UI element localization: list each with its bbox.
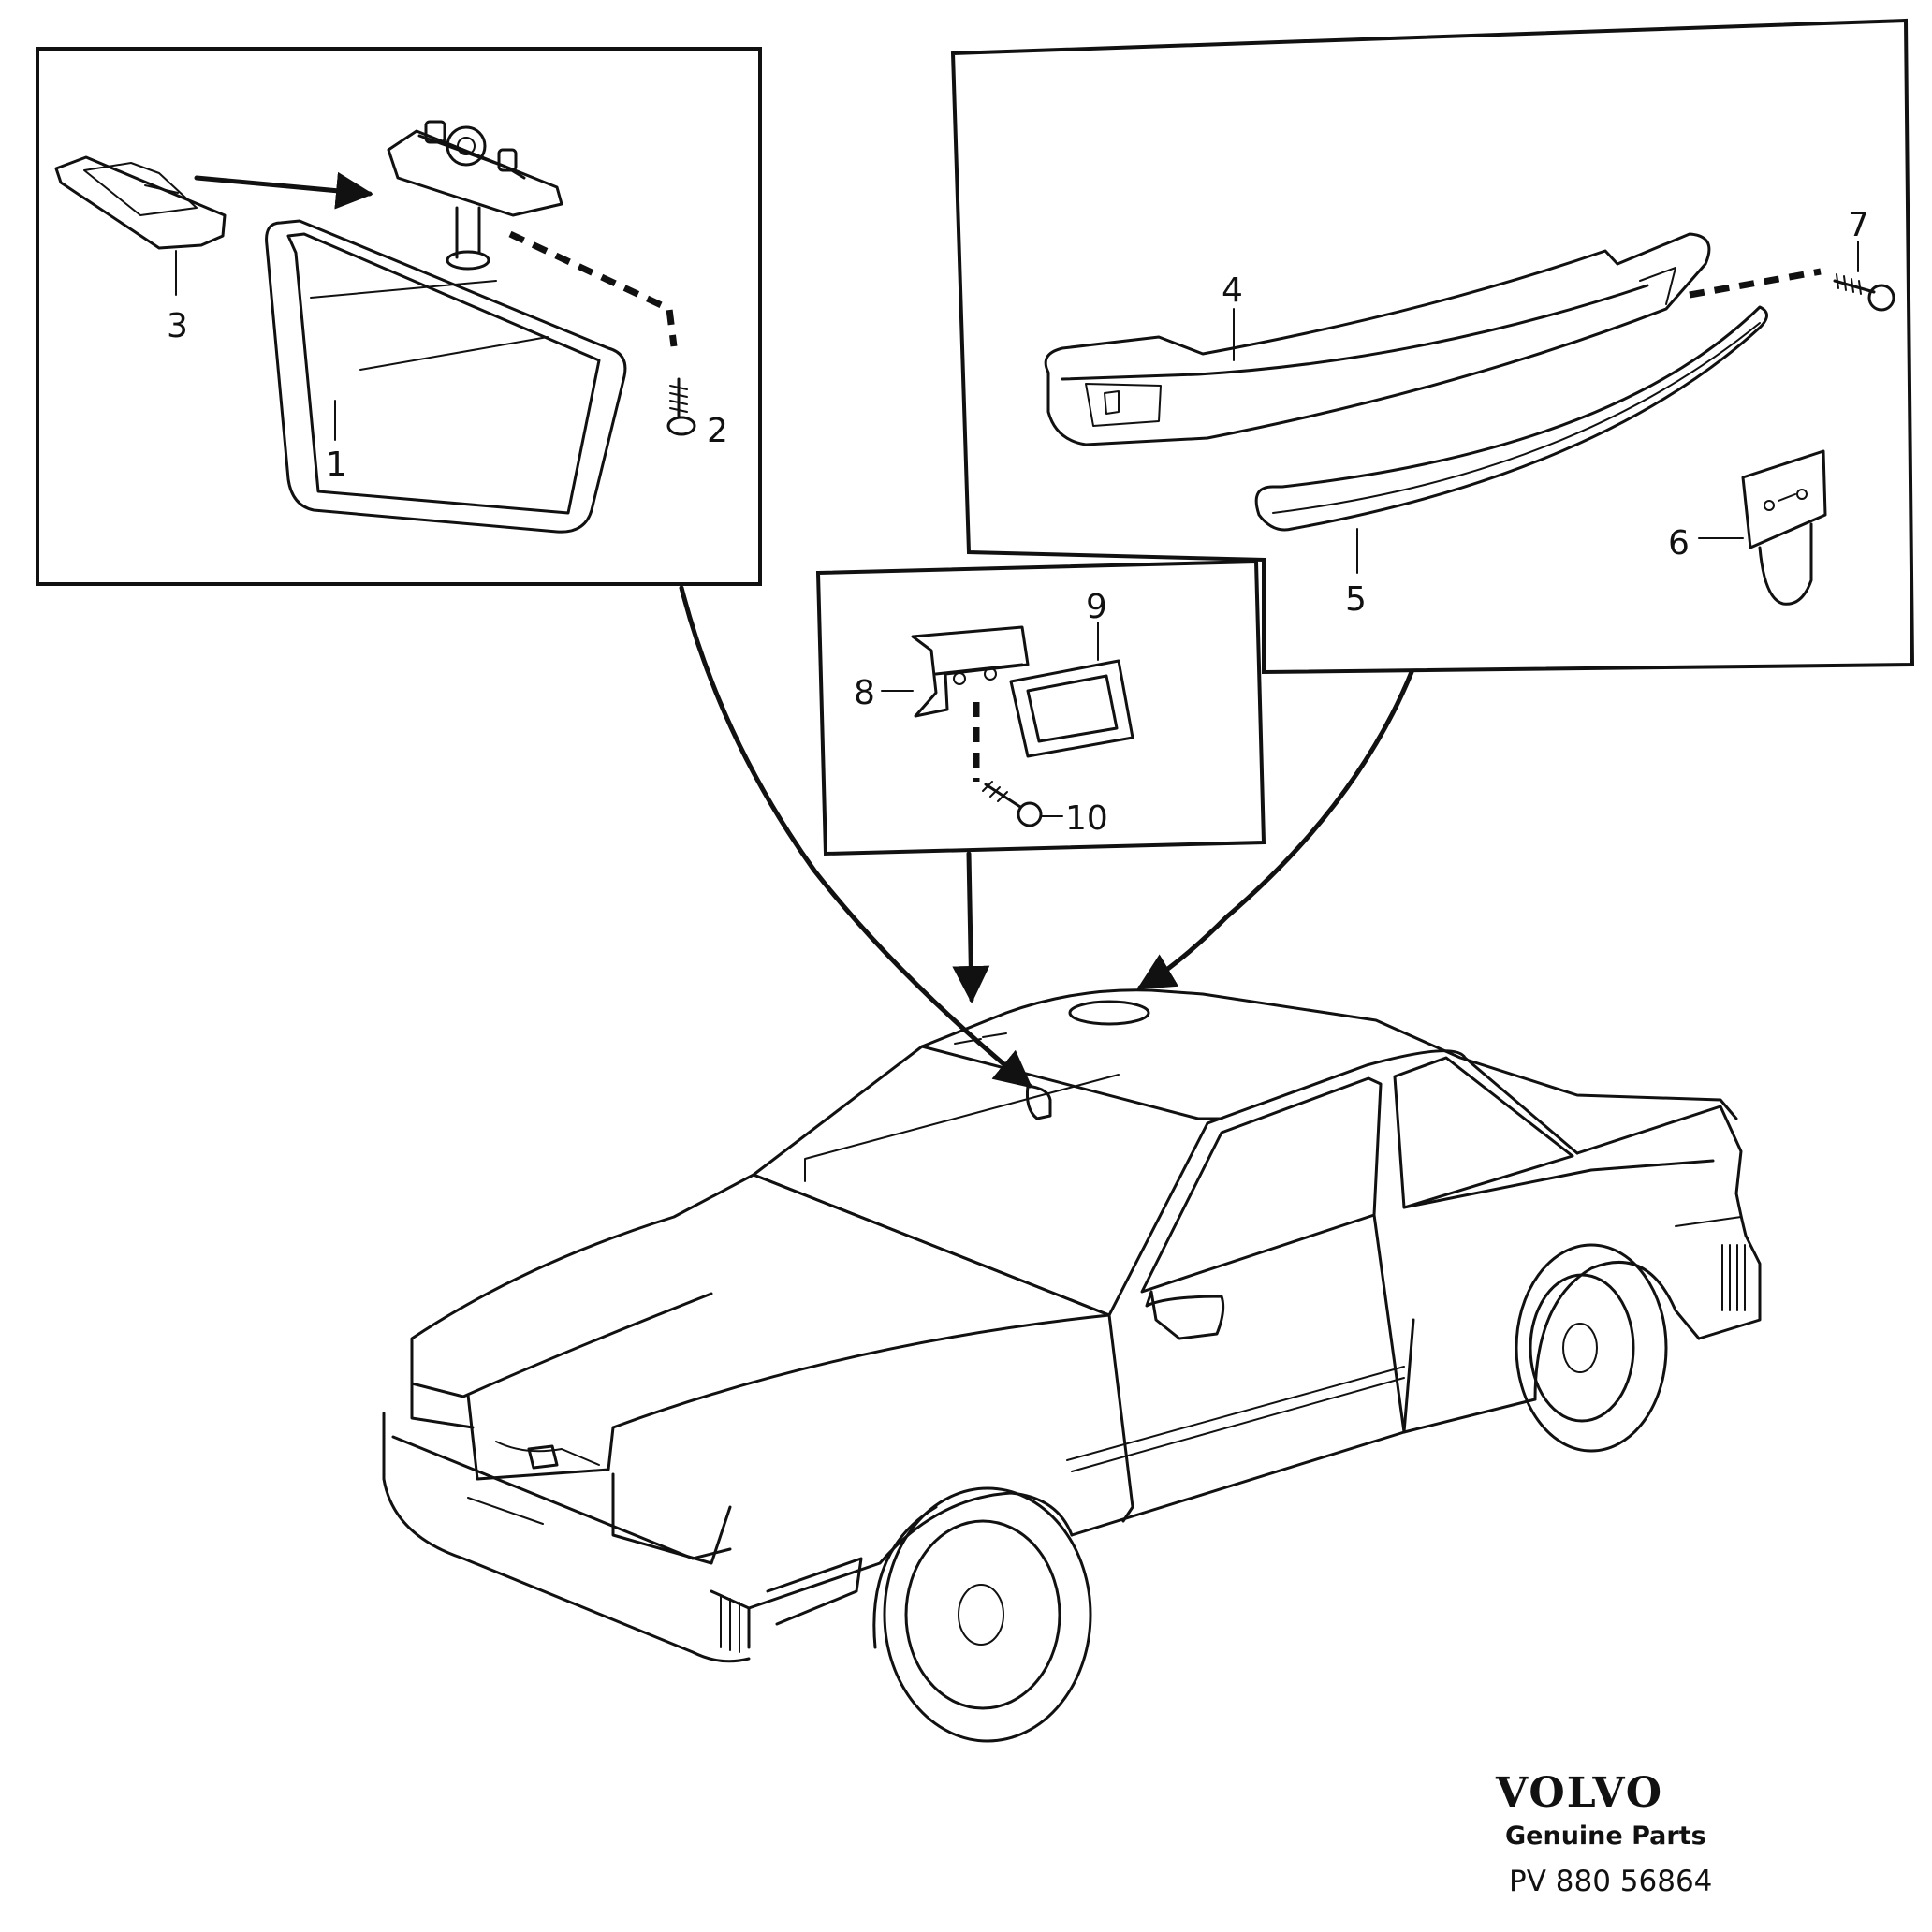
cover-arrow — [194, 171, 373, 210]
screw-7 — [1833, 273, 1895, 312]
brand-logo: VOLVO — [1495, 1769, 1663, 1817]
roof-handle — [1068, 1000, 1150, 1026]
mirror-mount — [387, 120, 564, 271]
callout-9: 9 — [1086, 588, 1107, 626]
car-illustration — [382, 988, 1762, 1743]
front-wheel — [883, 1486, 1092, 1743]
screw-dash-line — [508, 230, 678, 347]
volvo-branding: VOLVO Genuine Parts PV 880 56864 — [1495, 1769, 1712, 1898]
mirror-inset: 1 2 3 — [36, 47, 762, 586]
mirror-cover — [54, 155, 227, 250]
handle-pointer-arrow — [1136, 669, 1414, 990]
brand-subtitle: Genuine Parts — [1505, 1822, 1706, 1851]
screw-10 — [982, 781, 1043, 827]
grab-handle — [1044, 232, 1711, 446]
car-mirror — [1026, 1084, 1052, 1120]
callout-10: 10 — [1065, 799, 1108, 838]
callout-7: 7 — [1848, 206, 1869, 244]
callout-5: 5 — [1345, 580, 1367, 619]
bracket-inset: 8 9 10 — [815, 559, 1266, 856]
callout-1: 1 — [326, 446, 347, 484]
car-side-mirror — [1145, 1290, 1225, 1340]
mounting-bracket — [911, 625, 1030, 718]
callout-4: 4 — [1222, 271, 1243, 310]
rear-view-mirror — [265, 219, 627, 534]
callout-3: 3 — [167, 307, 188, 345]
callout-6: 6 — [1668, 524, 1690, 563]
screw-2 — [666, 377, 696, 436]
callout-8: 8 — [854, 674, 875, 712]
mirror-pointer-arrow — [679, 585, 1033, 1089]
bracket-inset-frame — [815, 559, 1266, 856]
bracket-pointer-arrow — [952, 851, 990, 1003]
screw-7-dash-line — [1689, 268, 1822, 299]
handle-inset-frame — [950, 18, 1915, 675]
callout-2: 2 — [707, 412, 728, 450]
part-number: PV 880 56864 — [1509, 1865, 1712, 1898]
rear-wheel — [1515, 1243, 1668, 1453]
handle-trim-strip — [1254, 305, 1768, 532]
handle-inset: 4 5 6 7 — [950, 18, 1915, 675]
mirror-inset-frame — [36, 47, 762, 586]
handle-bracket — [1741, 449, 1827, 606]
bracket-cover — [1009, 659, 1134, 758]
